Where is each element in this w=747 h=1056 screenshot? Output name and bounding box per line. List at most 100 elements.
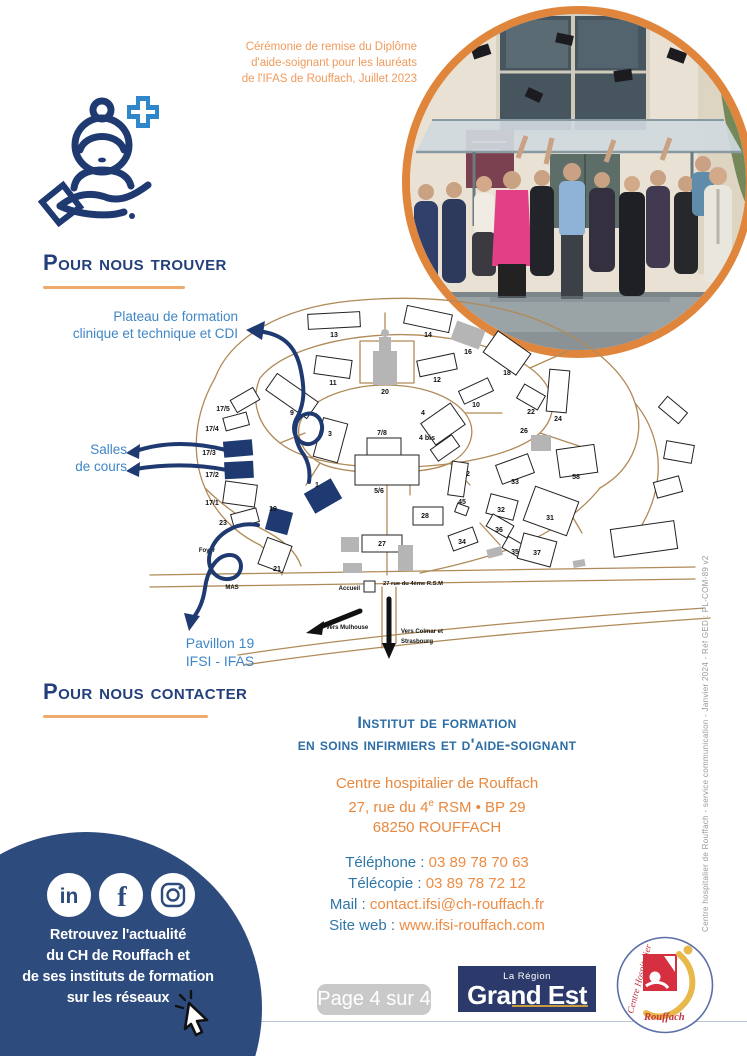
building-label: 18: [503, 370, 511, 377]
footer-divider: [0, 1021, 747, 1022]
contact-label: Site web :: [329, 917, 396, 934]
photo-caption: Cérémonie de remise du Diplôme d'aide-so…: [202, 39, 417, 87]
building-label: 28: [421, 513, 429, 520]
map-callout-pavillon: Pavillon 19 IFSI - IFAS: [150, 634, 290, 670]
map-label-to-colmar: Strasbourg: [401, 639, 433, 645]
building-label: 9: [290, 410, 294, 417]
social-icons: in f: [46, 872, 196, 918]
building-label: 21: [273, 566, 281, 573]
building-label: 34: [458, 539, 466, 546]
building-label: 24: [554, 416, 562, 423]
contact-website-link[interactable]: www.ifsi-rouffach.com: [399, 917, 545, 934]
building-label: 45: [458, 499, 466, 506]
building-label: 26: [520, 428, 528, 435]
address-line2: 27, rue du 4e RSM • BP 29: [227, 794, 647, 818]
linkedin-glyph: in: [60, 885, 79, 908]
map-label-to-mulhouse: Vers Mulhouse: [326, 625, 369, 631]
institute-title-line2: en soins infirmiers et d'aide-soignant: [297, 736, 577, 754]
hospital-logo: Centre Hospitalier Rouffach: [616, 936, 714, 1034]
address-line1: Centre hospitalier de Rouffach: [335, 775, 539, 792]
contact-label: Téléphone :: [345, 854, 425, 871]
address-line3: 68250 ROUFFACH: [372, 819, 502, 836]
building-label: 17/4: [205, 426, 219, 433]
facebook-glyph: f: [117, 882, 127, 913]
map-label-to-colmar: Vers Colmar et: [401, 629, 443, 635]
building-label: 31: [546, 515, 554, 522]
building-label: 17/2: [205, 472, 219, 479]
map-label-accueil: Accueil: [339, 586, 361, 592]
building-label: 27: [378, 541, 386, 548]
building-label: 20: [381, 389, 389, 396]
social-caption-line: sur les réseaux: [66, 990, 170, 1006]
region-logo-main: Grand Est: [467, 979, 587, 1010]
region-grand-est-logo: La Région Grand Est: [458, 966, 596, 1012]
section-title-find: Pour nous trouver: [43, 250, 227, 275]
campus-map: 13 14 16 18 11 20 12 10 22 24 26 9 3 7/8…: [126, 297, 711, 666]
building-label: 32: [497, 507, 505, 514]
institute-title-line1: Institut de formation: [357, 714, 517, 732]
callout-line: clinique et technique et CDI: [72, 326, 238, 341]
address-part: 27, rue du 4: [348, 799, 429, 816]
contact-label: Télécopie :: [348, 875, 422, 892]
institute-block: Institut de formation en soins infirmier…: [227, 712, 647, 936]
page-indicator: Page 4 sur 4: [317, 984, 431, 1015]
region-logo-rule: [512, 1005, 588, 1007]
region-logo-top: La Région: [503, 970, 551, 982]
building-label: 3: [328, 431, 332, 438]
annotation-arrows: [126, 321, 325, 631]
map-building-labels: 13 14 16 18 11 20 12 10 22 24 26 9 3 7/8…: [202, 332, 580, 573]
building-label: 19: [269, 506, 277, 513]
building-label: 14: [424, 332, 432, 339]
building-label: 17/1: [205, 500, 219, 507]
facebook-icon[interactable]: f: [98, 872, 144, 918]
contact-email-link[interactable]: contact.ifsi@ch-rouffach.fr: [369, 896, 545, 913]
callout-line: Plateau de formation: [113, 309, 238, 324]
building-label: 13: [330, 332, 338, 339]
building-label: 11: [329, 380, 337, 387]
cursor-click-icon: [174, 990, 209, 1037]
contact-list: Téléphone : 03 89 78 70 63 Télécopie : 0…: [227, 852, 647, 936]
hospital-logo-name: Rouffach: [643, 1012, 685, 1023]
building-label: 12: [433, 377, 441, 384]
building-label: 10: [472, 402, 480, 409]
building-label: 1: [315, 482, 319, 489]
section-rule: [43, 286, 185, 289]
contact-phone: Téléphone : 03 89 78 70 63: [227, 852, 647, 873]
building-label: 33: [511, 479, 519, 486]
photo-caption-line: de l'IFAS de Rouffach, Juillet 2023: [241, 73, 417, 85]
instagram-icon[interactable]: [150, 872, 196, 918]
direction-arrows: [306, 596, 396, 659]
address-sup: e: [428, 798, 434, 809]
building-label: 58: [572, 474, 580, 481]
building-label: 2: [466, 471, 470, 478]
contact-value: 03 89 78 72 12: [425, 875, 526, 892]
photo-caption-line: Cérémonie de remise du Diplôme: [245, 41, 417, 53]
social-caption-line: Retrouvez l'actualité: [49, 927, 187, 943]
contact-value: 03 89 78 70 63: [428, 854, 529, 871]
map-label-foyer: Foyer: [199, 548, 216, 554]
building-label: 22: [527, 409, 535, 416]
callout-line: Pavillon 19: [185, 635, 255, 651]
building-label: 17/3: [202, 450, 216, 457]
social-caption-line: du CH de Rouffach et: [46, 948, 190, 964]
section-title-contact: Pour nous contacter: [43, 679, 248, 704]
chapel-building: [373, 329, 397, 385]
callout-line: Salles: [90, 442, 127, 457]
building-label: 7/8: [377, 430, 387, 437]
graduation-caps: [470, 32, 688, 103]
linkedin-icon[interactable]: in: [46, 872, 92, 918]
map-label-street: 27 rue du 4ème R.S.M: [383, 581, 443, 587]
contact-mail: Mail : contact.ifsi@ch-rouffach.fr: [227, 894, 647, 915]
social-caption-line: de ses instituts de formation: [22, 969, 214, 985]
address-part: RSM • BP 29: [433, 799, 526, 816]
contact-fax: Télécopie : 03 89 78 72 12: [227, 873, 647, 894]
contact-website: Site web : www.ifsi-rouffach.com: [227, 915, 647, 936]
caregiver-icon: [36, 90, 174, 235]
building-label: 23: [219, 520, 227, 527]
building-label: 37: [533, 550, 541, 557]
medical-cross-icon: [127, 96, 159, 128]
callout-line: de cours: [75, 459, 127, 474]
map-callout-salles: Salles de cours: [40, 441, 127, 475]
graduates-group: [414, 135, 732, 302]
building-label: 4 bis: [419, 435, 435, 442]
